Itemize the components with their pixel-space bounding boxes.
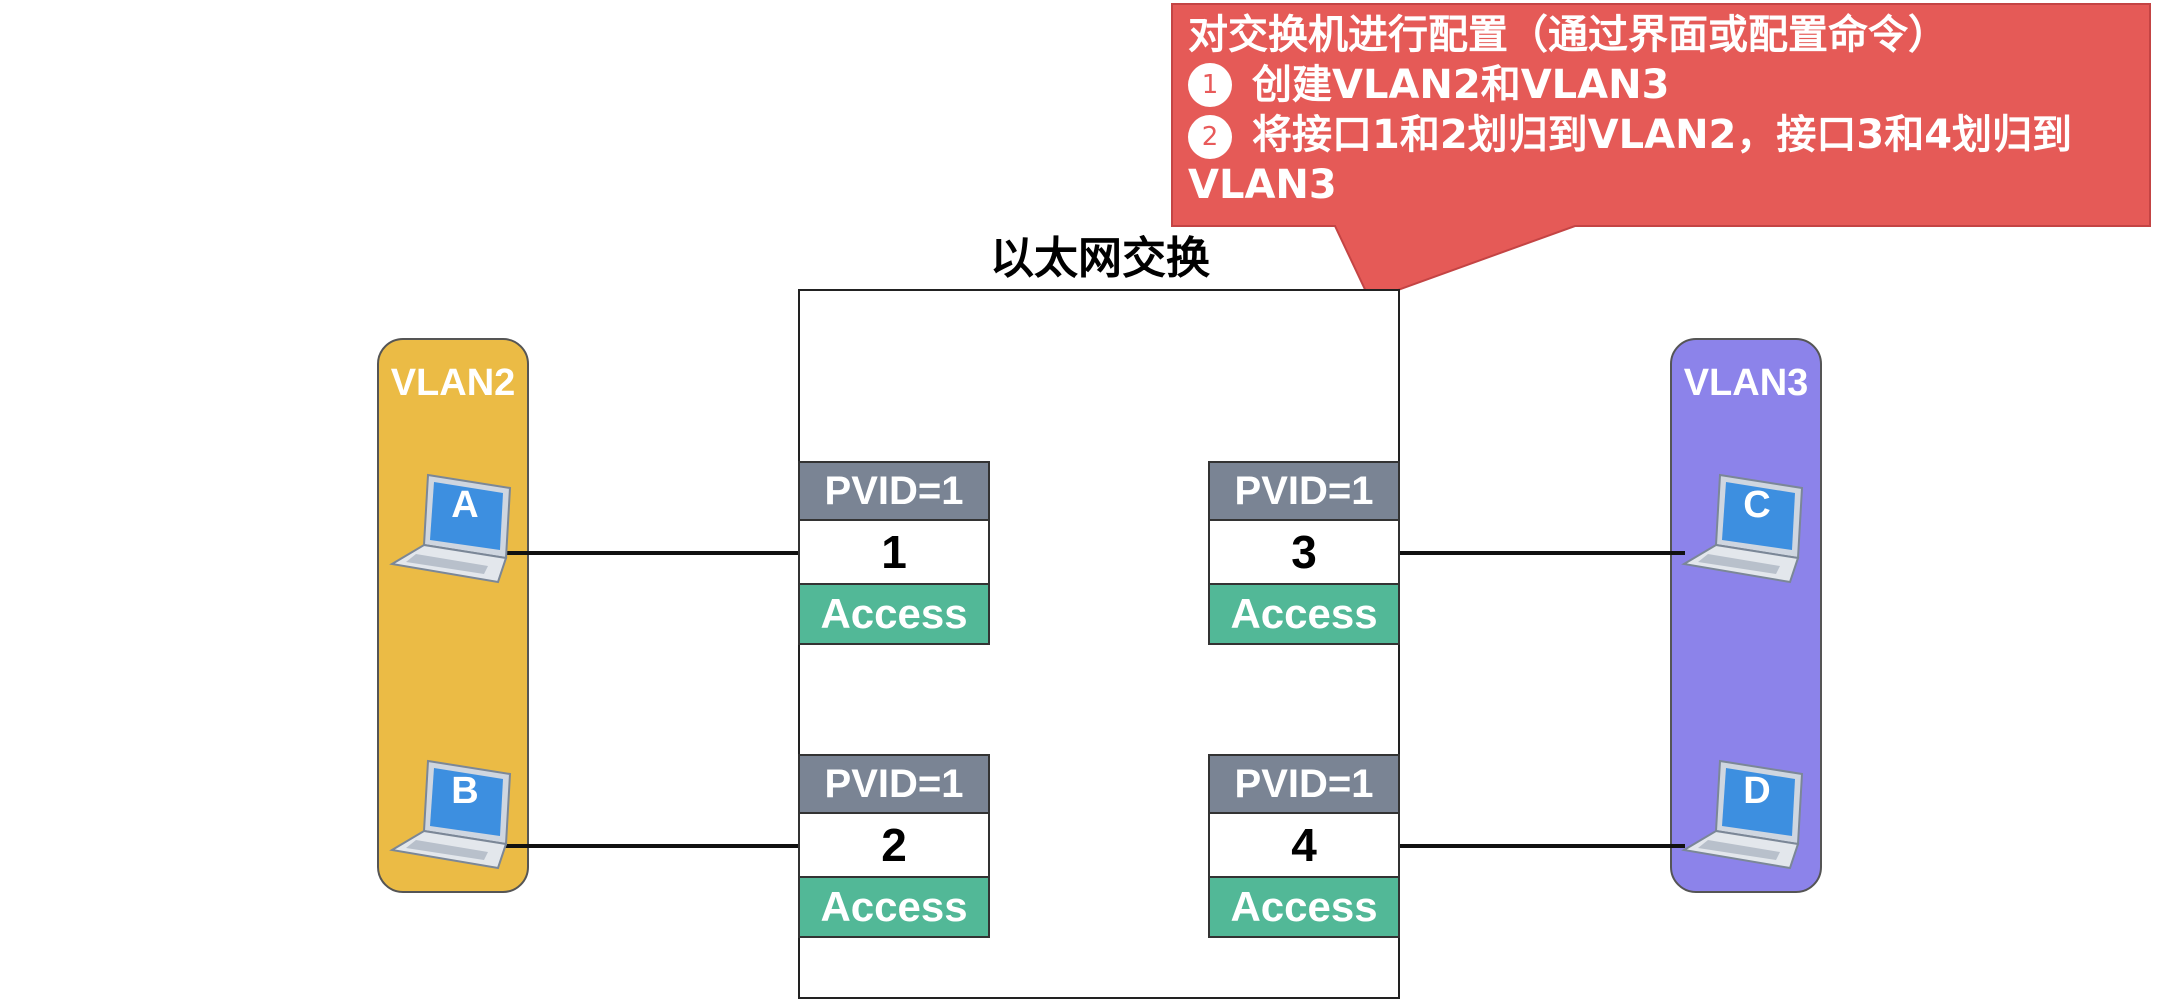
switch-port-3: PVID=1 3 Access: [1208, 461, 1400, 645]
switch-port-1: PVID=1 1 Access: [798, 461, 990, 645]
host-a: A: [388, 470, 518, 590]
vlan3-label: VLAN3: [1683, 362, 1809, 404]
step-2-text: 将接口1和2划归到VLAN2，接口3和4划归到VLAN3: [1188, 112, 2073, 208]
callout-heading: 对交换机进行配置（通过界面或配置命令）: [1188, 12, 1948, 58]
port-pvid: PVID=1: [1208, 754, 1400, 814]
port-number: 1: [798, 521, 990, 583]
port-pvid: PVID=1: [798, 754, 990, 814]
switch-port-4: PVID=1 4 Access: [1208, 754, 1400, 938]
link-a-port1: [505, 551, 798, 555]
link-b-port2: [505, 844, 798, 848]
host-label: C: [1743, 484, 1771, 526]
port-mode: Access: [798, 583, 990, 645]
callout-step-1: 1 创建VLAN2和VLAN3: [1188, 60, 2148, 110]
port-mode: Access: [1208, 876, 1400, 938]
link-port3-c: [1400, 551, 1685, 555]
host-label: D: [1743, 770, 1771, 812]
port-number: 4: [1208, 814, 1400, 876]
host-label: A: [451, 484, 479, 526]
step-1-text: 创建VLAN2和VLAN3: [1252, 62, 1670, 108]
host-b: B: [388, 756, 518, 876]
port-pvid: PVID=1: [798, 461, 990, 521]
laptop-icon: [389, 473, 512, 584]
laptop-icon: [1681, 759, 1804, 870]
step-2-marker: 2: [1188, 115, 1232, 159]
port-pvid: PVID=1: [1208, 461, 1400, 521]
laptop-icon: [389, 759, 512, 870]
port-mode: Access: [798, 876, 990, 938]
host-label: B: [451, 770, 479, 812]
laptop-icon: [1681, 473, 1804, 584]
host-c: C: [1680, 470, 1810, 590]
step-1-marker: 1: [1188, 63, 1232, 107]
port-number: 2: [798, 814, 990, 876]
port-mode: Access: [1208, 583, 1400, 645]
link-port4-d: [1400, 844, 1685, 848]
switch-port-2: PVID=1 2 Access: [798, 754, 990, 938]
port-number: 3: [1208, 521, 1400, 583]
vlan2-label: VLAN2: [390, 362, 516, 404]
host-d: D: [1680, 756, 1810, 876]
